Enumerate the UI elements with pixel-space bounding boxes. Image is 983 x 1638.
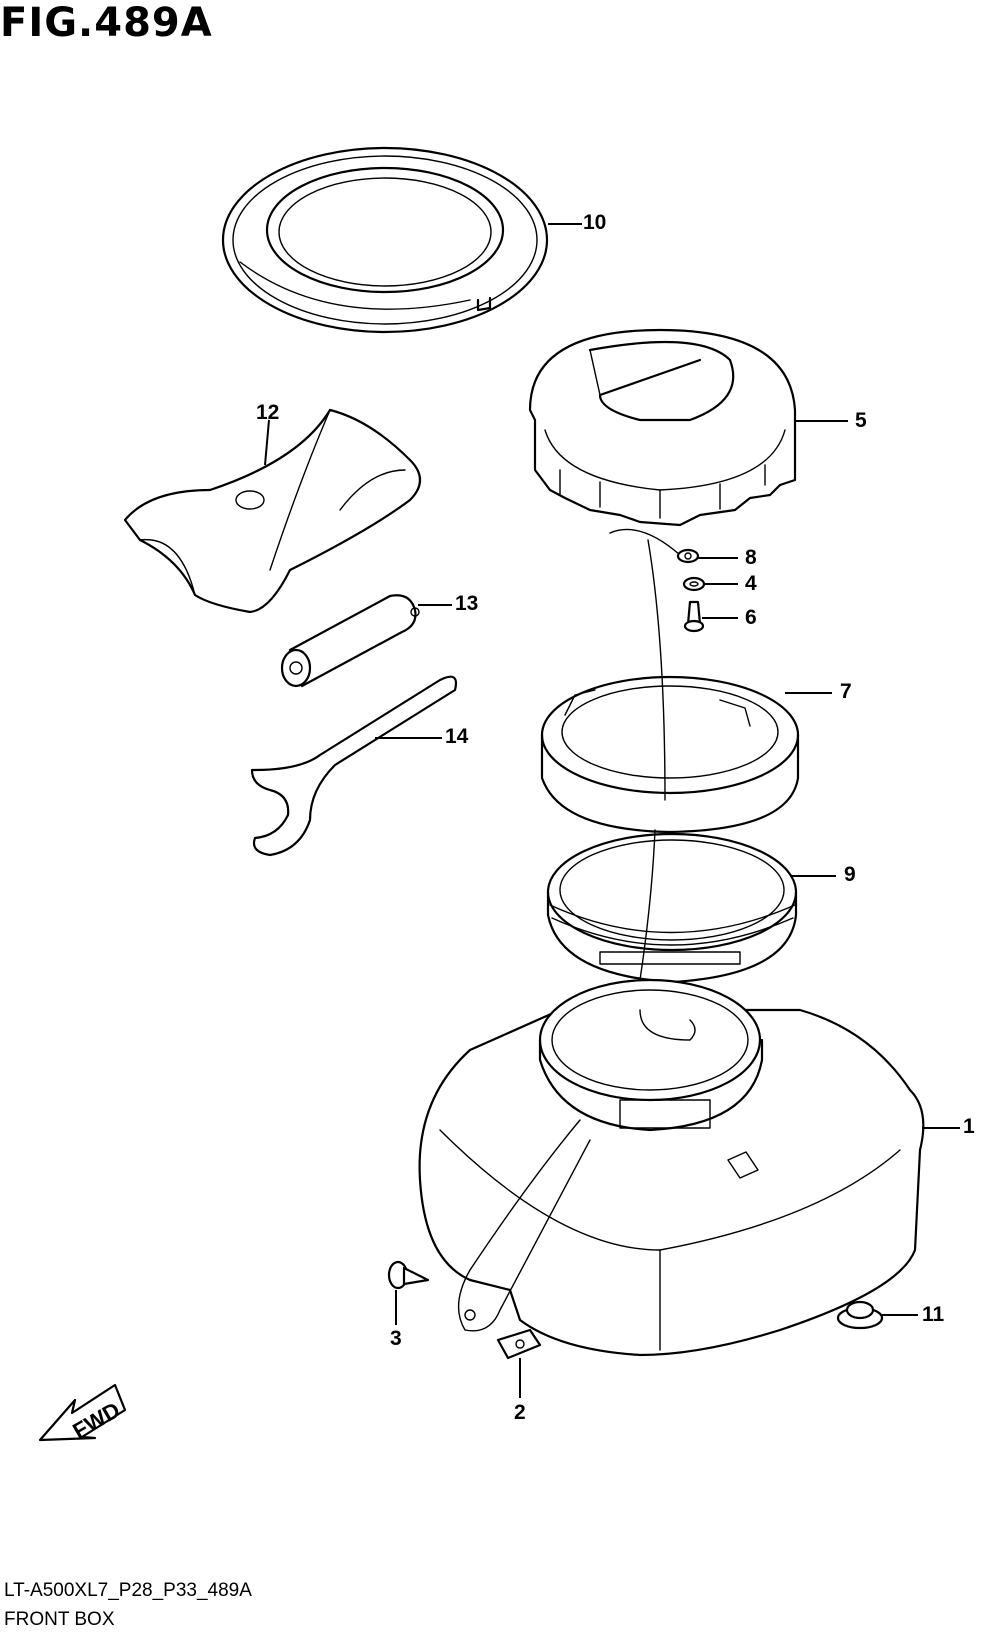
callout-1: 1 — [963, 1115, 975, 1138]
figure-title: FIG.489A — [0, 0, 213, 46]
part-4-washer — [682, 576, 706, 592]
part-6-screw — [683, 600, 705, 633]
part-7-retainer-ring — [540, 539, 800, 834]
model-code: LT-A500XL7_P28_P33_489A — [4, 1580, 252, 1601]
callout-3: 3 — [390, 1327, 402, 1350]
part-9-threaded-ring — [546, 829, 798, 984]
callout-6: 6 — [745, 606, 757, 629]
callout-8: 8 — [745, 546, 757, 569]
callout-13: 13 — [455, 592, 479, 615]
callout-9: 9 — [844, 863, 856, 886]
callout-2: 2 — [514, 1401, 526, 1424]
part-11-grommet — [836, 1300, 884, 1330]
callout-11: 11 — [922, 1303, 945, 1326]
callout-14: 14 — [445, 725, 469, 748]
callout-5: 5 — [855, 409, 867, 432]
part-13-tool-cylinder — [280, 594, 420, 688]
part-14-spanner — [250, 675, 458, 857]
callout-10: 10 — [583, 211, 607, 234]
callout-12: 12 — [256, 401, 280, 424]
leader-lines — [264, 223, 960, 1398]
callout-4: 4 — [745, 572, 757, 595]
fwd-arrow-icon: FWD — [38, 1383, 127, 1444]
part-10-gasket — [221, 146, 549, 334]
callout-7: 7 — [840, 680, 852, 703]
section-name: FRONT BOX — [4, 1609, 115, 1630]
part-3-screw — [387, 1260, 430, 1290]
part-2-clip — [496, 1328, 542, 1360]
part-12-tool-bag — [123, 408, 422, 614]
part-1-front-box — [418, 978, 925, 1357]
part-8-terminal — [609, 528, 700, 564]
part-5-cap — [528, 328, 797, 527]
